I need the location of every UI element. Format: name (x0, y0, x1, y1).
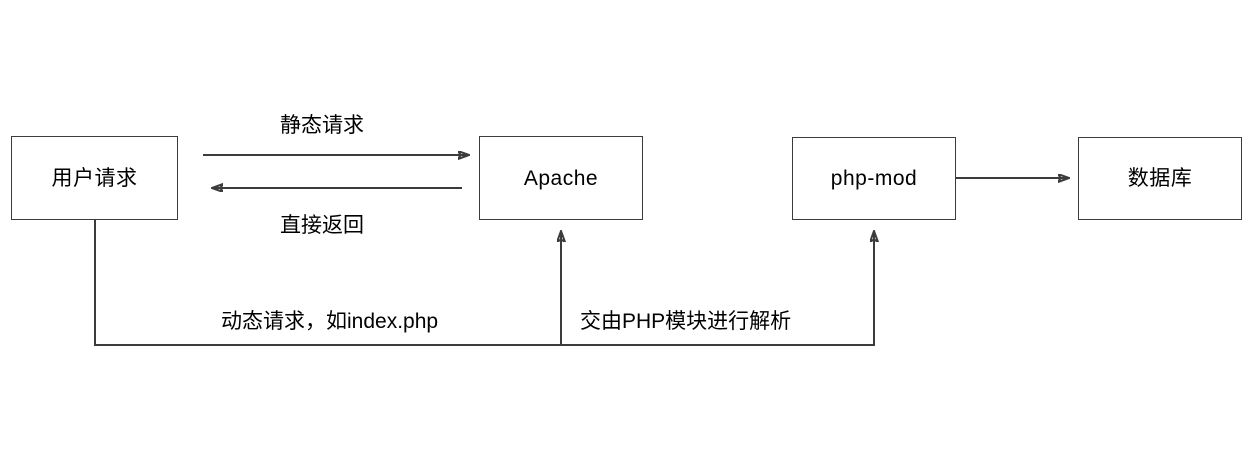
node-database-label: 数据库 (1127, 167, 1193, 190)
node-php-mod-label: php-mod (830, 167, 918, 190)
node-database[interactable]: 数据库 (1078, 137, 1242, 220)
node-php-mod[interactable]: php-mod (792, 137, 956, 220)
edge-label-static-request: 静态请求 (280, 114, 364, 137)
edge-label-php-parse: 交由PHP模块进行解析 (580, 310, 792, 333)
node-user-request[interactable]: 用户请求 (11, 136, 178, 220)
edge-label-dynamic-request: 动态请求，如index.php (221, 310, 439, 333)
node-user-request-label: 用户请求 (51, 166, 138, 190)
edge-label-direct-return: 直接返回 (280, 214, 364, 237)
node-apache[interactable]: Apache (479, 136, 643, 220)
node-apache-label: Apache (523, 166, 599, 190)
edge-apache-to-phpmod (561, 232, 874, 346)
edge-dynamic-request (94, 220, 561, 346)
